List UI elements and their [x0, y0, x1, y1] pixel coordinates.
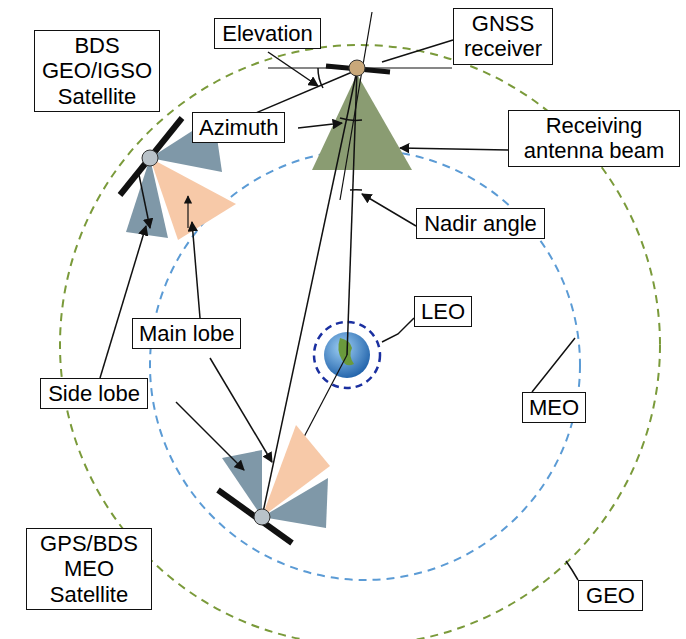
leader-line [400, 148, 508, 150]
angle-label: Azimuth [192, 112, 285, 143]
callout-text: LEO [421, 299, 465, 324]
leader-line [566, 561, 578, 580]
angle-label: Elevation [214, 18, 321, 49]
leader-line [192, 222, 200, 318]
orbit-label: GEO [578, 580, 643, 611]
leader-line [532, 338, 575, 392]
callout-text: GEO [585, 583, 636, 608]
leader-line [362, 194, 416, 226]
leader-line [210, 358, 272, 462]
lobe-arrow [187, 196, 188, 228]
leader-line [382, 318, 414, 342]
leader-line [382, 40, 453, 62]
callout-text: BDS GEO/IGSO Satellite [41, 33, 153, 109]
receiver-body [349, 60, 365, 76]
orbit-label: LEO [414, 296, 472, 327]
antenna-beam [312, 74, 412, 170]
leader-line [138, 170, 150, 228]
orbit-label: MEO [522, 392, 586, 423]
main-lobe [262, 425, 330, 517]
callout-text: MEO [529, 395, 579, 420]
callout-text: Azimuth [199, 115, 278, 140]
elevation-arc [318, 68, 323, 88]
leader-line [298, 123, 342, 128]
leader-line [100, 226, 146, 378]
earth-land [338, 338, 354, 365]
callout-text: Receiving antenna beam [515, 113, 673, 164]
satellite-body [142, 150, 158, 166]
meo-orbit [150, 150, 580, 580]
satellite-body [254, 509, 270, 525]
callout-text: Nadir angle [423, 211, 538, 236]
satellite-label: GPS/BDS MEO Satellite [26, 528, 152, 610]
lobe-label: Main lobe [132, 318, 241, 349]
azimuth-arc [340, 118, 362, 120]
leader-line [176, 402, 244, 470]
nadir-arc [350, 189, 362, 191]
callout-text: Side lobe [47, 381, 141, 406]
satellite-label: BDS GEO/IGSO Satellite [34, 30, 160, 112]
solar-panel [218, 490, 292, 543]
lobe-label: Side lobe [40, 378, 148, 409]
solar-panel [120, 118, 182, 195]
angle-label: Nadir angle [416, 208, 545, 239]
beam-label: Receiving antenna beam [508, 110, 680, 167]
callout-text: Elevation [221, 21, 314, 46]
callout-text: Main lobe [139, 321, 234, 346]
leader-line [268, 52, 318, 86]
receiver-label: GNSS receiver [453, 8, 553, 65]
callout-text: GPS/BDS MEO Satellite [33, 531, 145, 607]
callout-text: GNSS receiver [460, 11, 546, 62]
